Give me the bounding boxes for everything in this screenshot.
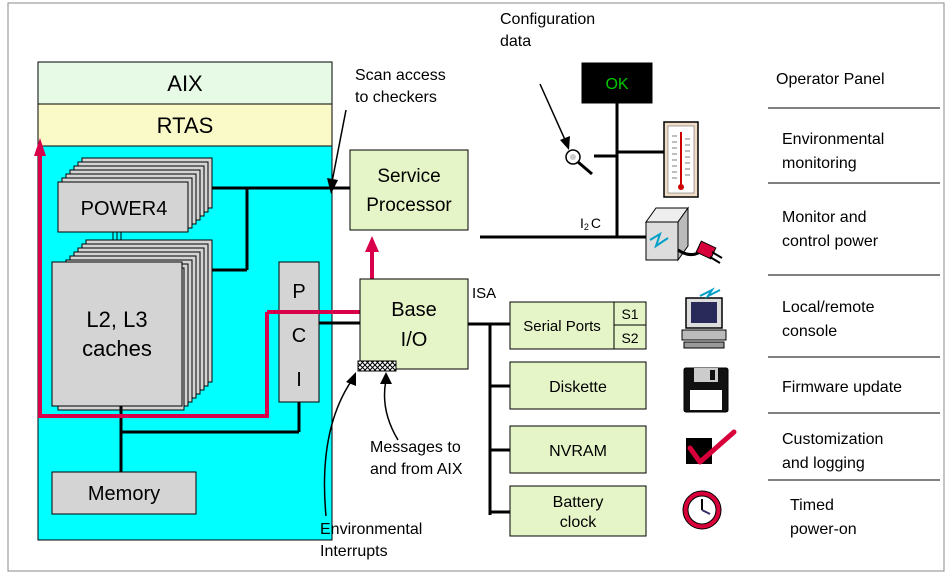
checkmark-icon — [686, 429, 737, 465]
service-processor-line2: Processor — [366, 195, 452, 216]
memory-label: Memory — [88, 483, 160, 505]
nvram-label: NVRAM — [549, 443, 607, 460]
feature-power-line2: control power — [782, 233, 879, 250]
base-io-box — [359, 278, 469, 370]
messages-line1: Messages to — [370, 439, 461, 456]
diskette-box — [509, 361, 647, 410]
base-io-line1: Base — [391, 299, 437, 321]
serial-s2-label: S2 — [621, 330, 638, 346]
power-supply-icon — [645, 206, 723, 264]
aix-bar — [37, 61, 333, 105]
feature-firmware: Firmware update — [782, 379, 902, 396]
feature-customization-line1: Customization — [782, 431, 883, 448]
thermometer-icon — [663, 121, 699, 198]
messages-arrow — [383, 379, 399, 441]
env-interrupts-line2: Interrupts — [320, 543, 388, 560]
isa-label: ISA — [472, 285, 496, 302]
pci-label-p: P — [292, 281, 305, 303]
magnifier-icon — [565, 149, 593, 176]
i2c-bus — [480, 100, 664, 239]
feature-console-line2: console — [782, 323, 837, 340]
caches-label-line2: caches — [82, 336, 152, 361]
env-interrupts-arrow — [323, 379, 353, 517]
config-arrow — [539, 83, 567, 143]
ok-label: OK — [605, 76, 628, 93]
rtas-label: RTAS — [157, 113, 214, 138]
interrupt-port — [357, 360, 397, 372]
power4-label: POWER4 — [81, 198, 168, 220]
config-data-line2: data — [500, 33, 531, 50]
feature-customization-line2: and logging — [782, 455, 865, 472]
messages-line2: and from AIX — [370, 461, 463, 478]
battery-clock-box — [509, 485, 647, 537]
scan-access-line1: Scan access — [355, 67, 446, 84]
aix-label: AIX — [167, 71, 203, 96]
feature-console-line1: Local/remote — [782, 299, 875, 316]
env-interrupts-line1: Environmental — [320, 521, 422, 538]
right-column-dividers — [768, 107, 940, 481]
red-arrowhead-top — [365, 236, 379, 252]
floppy-disk-icon — [683, 367, 729, 413]
feature-environmental-line1: Environmental — [782, 131, 884, 148]
pci-label-c: C — [292, 325, 306, 347]
feature-power-line1: Monitor and — [782, 209, 867, 226]
isa-bus — [468, 322, 510, 515]
feature-timed-line2: power-on — [790, 521, 857, 538]
base-io-line2: I/O — [401, 329, 428, 351]
serial-s1-label: S1 — [621, 306, 638, 322]
computer-icon — [681, 287, 727, 349]
memory-box — [51, 471, 197, 515]
scan-access-arrow — [331, 109, 347, 183]
red-arrowhead-up — [34, 138, 46, 156]
service-processor-line1: Service — [377, 166, 440, 187]
battery-label-line2: clock — [560, 514, 597, 531]
serial-ports-label: Serial Ports — [523, 318, 601, 335]
pci-label-i: I — [296, 369, 302, 391]
clock-icon — [682, 490, 722, 530]
rtas-bar — [37, 103, 333, 147]
pci-bridge — [278, 261, 320, 403]
feature-environmental-line2: monitoring — [782, 155, 857, 172]
caches-stack — [51, 239, 213, 411]
feature-operator-panel: Operator Panel — [776, 71, 885, 88]
diskette-label: Diskette — [549, 379, 607, 396]
caches-label-line1: L2, L3 — [86, 307, 147, 332]
feature-timed-line1: Timed — [790, 497, 834, 514]
service-processor-box — [349, 149, 469, 231]
battery-label-line1: Battery — [553, 494, 604, 511]
scan-access-line2: to checkers — [355, 89, 437, 106]
config-data-line1: Configuration — [500, 11, 595, 28]
nvram-box — [509, 425, 647, 474]
operator-panel-display — [581, 62, 653, 104]
power4-stack — [57, 157, 213, 233]
